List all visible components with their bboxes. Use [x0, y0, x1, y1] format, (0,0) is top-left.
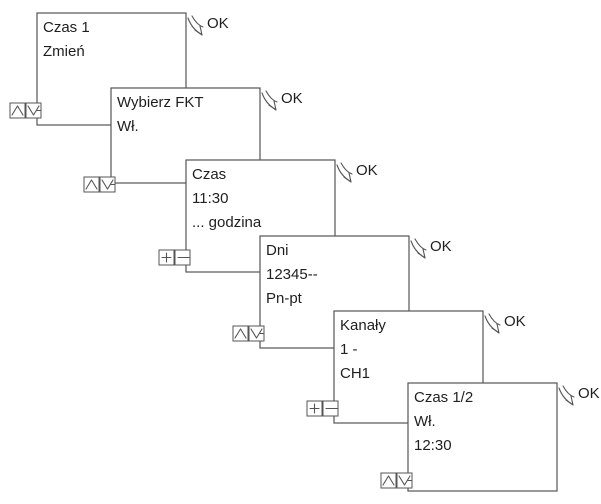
- screen-line-2: Wł.: [117, 118, 139, 135]
- screen-line-3: Pn-pt: [266, 290, 303, 307]
- ok-step[interactable]: OK: [484, 313, 526, 334]
- ok-step[interactable]: OK: [336, 162, 378, 183]
- down-arrow-icon: [250, 328, 263, 339]
- screen-line-1: Czas 1: [43, 19, 90, 36]
- up-arrow-icon: [382, 475, 395, 486]
- screen-line-2: 11:30: [192, 190, 228, 207]
- down-arrow-button[interactable]: [248, 325, 265, 342]
- plus-button[interactable]: [158, 249, 175, 266]
- screen-line-1: Czas: [192, 166, 226, 183]
- ok-step[interactable]: OK: [187, 15, 229, 36]
- minus-button[interactable]: [174, 249, 191, 266]
- plus-icon: [161, 252, 172, 263]
- screen-line-3: 12:30: [414, 437, 452, 454]
- up-arrow-button[interactable]: [9, 102, 26, 119]
- ok-label: OK: [207, 15, 229, 32]
- curved-arrow-icon: [558, 385, 575, 406]
- up-arrow-button[interactable]: [232, 325, 249, 342]
- down-arrow-icon: [101, 179, 114, 190]
- down-arrow-icon: [27, 105, 40, 116]
- curved-arrow-icon: [484, 313, 501, 334]
- ok-step[interactable]: OK: [410, 238, 452, 259]
- ok-label: OK: [281, 90, 303, 107]
- ok-label: OK: [356, 162, 378, 179]
- up-arrow-icon: [85, 179, 98, 190]
- screen-frame: [407, 382, 558, 492]
- up-arrow-button[interactable]: [83, 176, 100, 193]
- screen-line-1: Wybierz FKT: [117, 94, 204, 111]
- curved-arrow-icon: [336, 162, 353, 183]
- menu-step-6: Czas 1/2Wł. 12:30 OK: [380, 382, 600, 492]
- ok-label: OK: [578, 385, 600, 402]
- screen-line-2: Zmień: [43, 43, 85, 60]
- screen-line-3: ... godzina: [192, 214, 262, 231]
- curved-arrow-icon: [187, 15, 204, 36]
- ok-label: OK: [430, 238, 452, 255]
- up-arrow-icon: [234, 328, 247, 339]
- plus-button[interactable]: [306, 400, 323, 417]
- screen-line-2: 1 -: [340, 341, 358, 358]
- down-arrow-icon: [398, 475, 411, 486]
- curved-arrow-icon: [261, 90, 278, 111]
- curved-arrow-icon: [410, 238, 427, 259]
- screen-line-1: Dni: [266, 242, 289, 259]
- screen-line-3: CH1: [340, 365, 370, 382]
- ok-step[interactable]: OK: [261, 90, 303, 111]
- screen-line-1: Czas 1/2: [414, 389, 473, 406]
- ok-label: OK: [504, 313, 526, 330]
- screen-line-1: Kanały: [340, 317, 386, 334]
- plus-icon: [309, 403, 320, 414]
- down-arrow-button[interactable]: [99, 176, 116, 193]
- up-arrow-icon: [11, 105, 24, 116]
- up-arrow-button[interactable]: [380, 472, 397, 489]
- screen-line-2: Wł.: [414, 413, 436, 430]
- ok-step[interactable]: OK: [558, 385, 600, 406]
- screen-line-2: 12345--: [266, 266, 318, 283]
